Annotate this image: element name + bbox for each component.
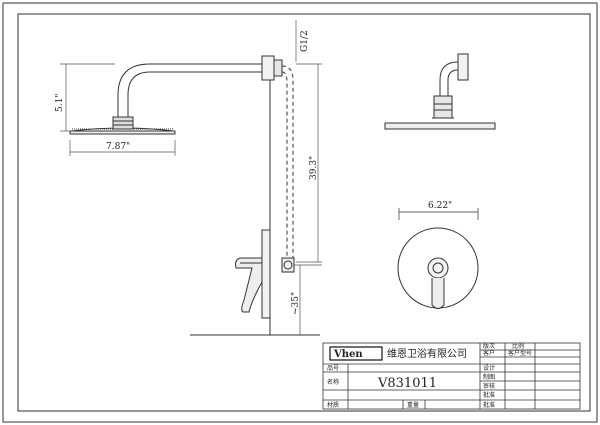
vhen-logo-box [329,346,383,361]
valve-height-dim: ~35" [291,292,301,315]
arm-height-dim: 39.3" [309,156,319,180]
valve-handle [235,257,263,313]
name-label: 名称 [327,378,339,386]
plate-diameter-dim: 6.22" [428,201,452,211]
design-label: 设计 [483,364,495,372]
riser-pipe [281,65,294,262]
material-label: 材质 [327,401,339,409]
thread-callout: G1/2 [300,30,310,52]
valve-hub [427,257,449,279]
weight-label: 重量 [407,401,419,409]
front-view-valve [397,208,479,309]
drafter-label: 制图 [483,373,495,381]
title-block [322,342,581,410]
front-view-head [384,53,496,130]
approve-label-2: 批准 [483,401,495,409]
model-number: V831011 [377,376,437,391]
customer-label: 客户 [483,349,495,357]
dimension-lines [60,20,322,335]
valve-lever [431,278,445,309]
shower-arm [117,63,262,117]
review-label: 审核 [483,382,495,390]
wall-flange [261,55,275,81]
inner-frame [17,13,591,412]
approve-label: 批准 [483,391,495,399]
valve-plate [261,229,271,319]
ball-joint [112,116,134,130]
customer-no-label: 客户型号 [508,349,532,357]
scale-label: 比例 [512,342,524,350]
head-drop-dim: 5.1" [55,94,65,112]
version-label: 版次 [483,342,495,350]
head-diameter-dim: 7.87" [106,142,130,152]
vhen-logo: Vhen [333,349,363,360]
part-no-label: 品号 [327,365,339,372]
side-view [69,55,320,336]
shower-head [69,130,176,135]
company-name: 维恩卫浴有限公司 [387,347,467,360]
